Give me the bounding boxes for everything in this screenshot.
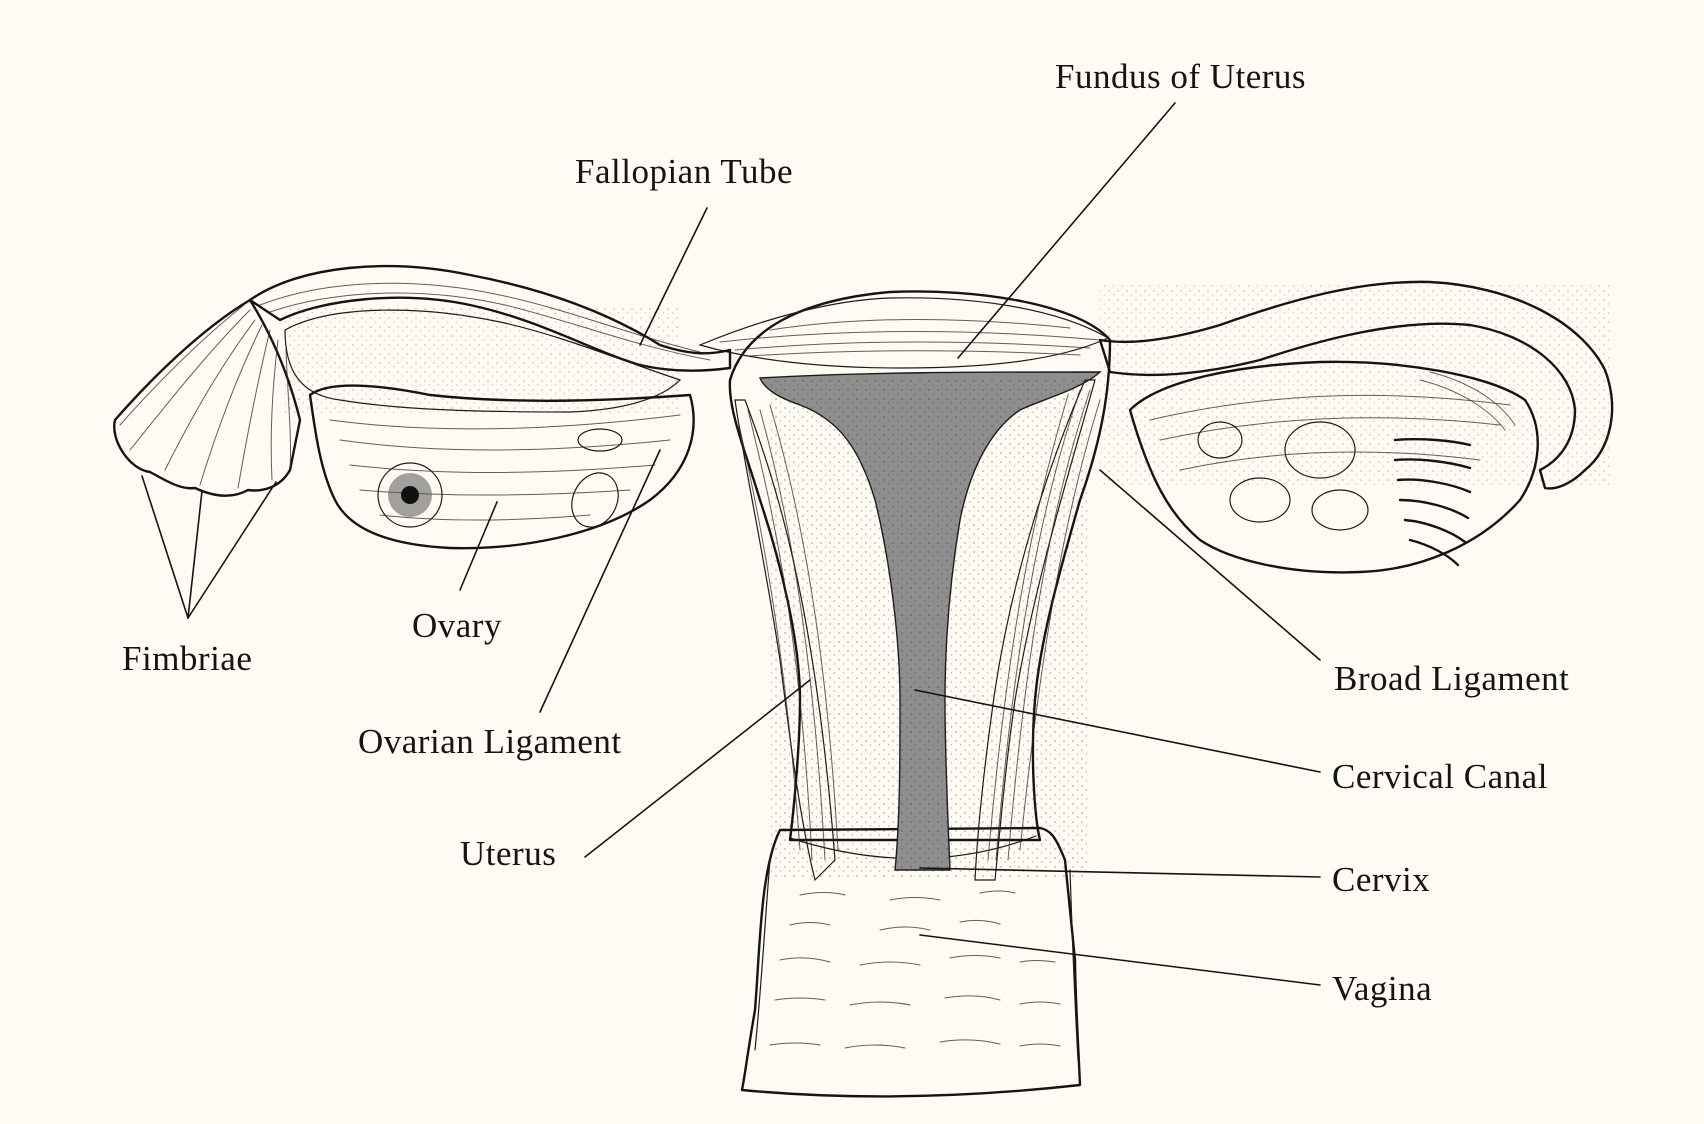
leader-fimbriae-3 bbox=[187, 481, 277, 619]
label-vagina: Vagina bbox=[1332, 969, 1432, 1008]
left-ovary-shape bbox=[308, 384, 695, 550]
leader-fallopian-tube bbox=[639, 207, 708, 346]
label-broad-ligament: Broad Ligament bbox=[1334, 659, 1569, 698]
label-uterus: Uterus bbox=[460, 834, 556, 873]
label-fundus-of-uterus: Fundus of Uterus bbox=[1055, 57, 1306, 96]
leader-cervix bbox=[919, 867, 1321, 878]
leader-fimbriae-1 bbox=[141, 475, 189, 619]
leader-lines bbox=[141, 102, 1321, 986]
leader-ovary bbox=[459, 501, 498, 591]
leader-fundus-of-uterus bbox=[957, 102, 1176, 359]
label-ovarian-ligament: Ovarian Ligament bbox=[358, 722, 622, 761]
label-fimbriae: Fimbriae bbox=[122, 639, 252, 678]
left-fallopian-tube-shape bbox=[113, 265, 732, 497]
leader-fimbriae-2 bbox=[187, 490, 203, 619]
uterus-shape bbox=[698, 290, 1112, 882]
labels: Fundus of Uterus Fallopian Tube Fimbriae… bbox=[122, 57, 1569, 1008]
label-cervix: Cervix bbox=[1332, 860, 1430, 899]
leader-uterus bbox=[584, 679, 811, 858]
leader-ovarian-ligament bbox=[539, 449, 661, 713]
label-cervical-canal: Cervical Canal bbox=[1332, 757, 1548, 796]
leader-broad-ligament bbox=[1099, 469, 1321, 661]
leader-cervical-canal bbox=[914, 689, 1321, 773]
right-fallopian-tube-shape bbox=[1098, 280, 1614, 574]
label-fallopian-tube: Fallopian Tube bbox=[575, 152, 793, 191]
leader-vagina bbox=[919, 934, 1321, 986]
label-ovary: Ovary bbox=[412, 606, 502, 645]
